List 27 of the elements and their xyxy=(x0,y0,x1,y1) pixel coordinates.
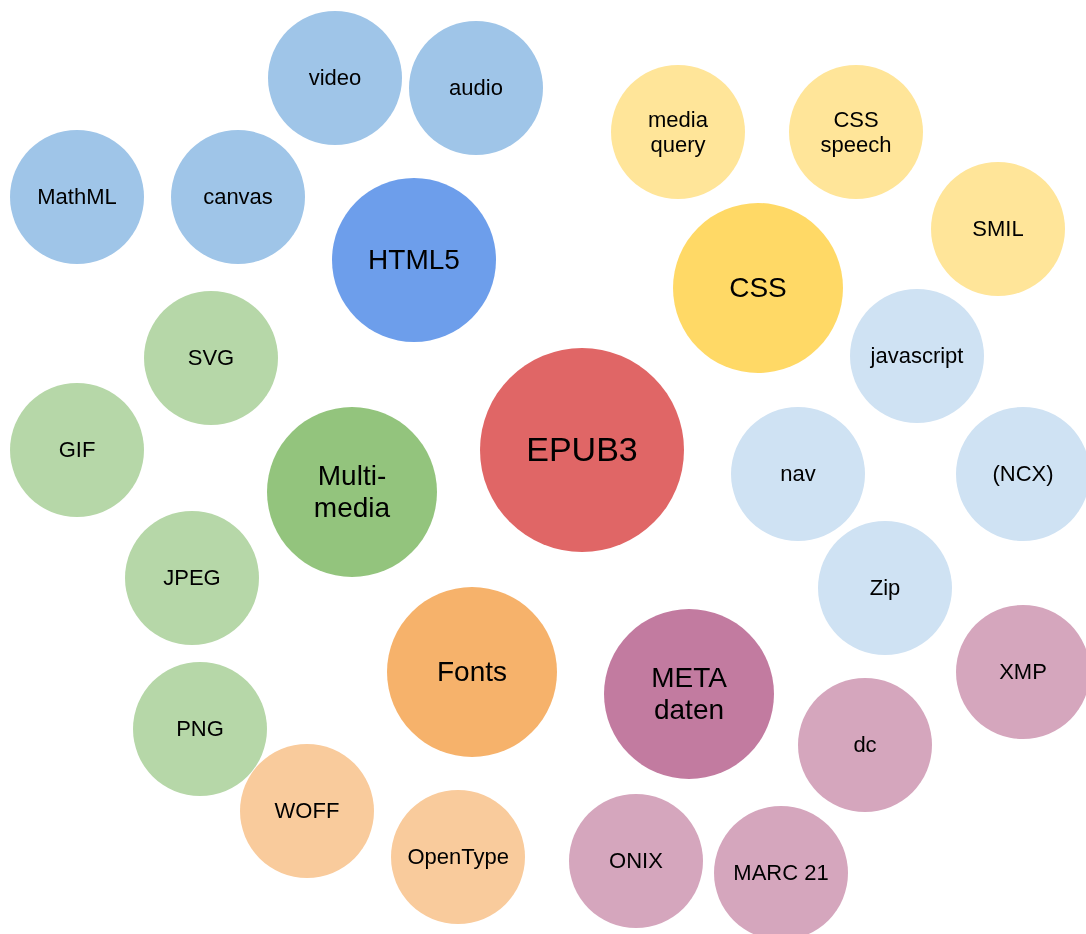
node-label: javascript xyxy=(870,343,964,369)
node-label: SMIL xyxy=(972,216,1024,242)
node-label: WOFF xyxy=(274,798,340,824)
node-label: JPEG xyxy=(163,565,221,591)
node-label: MARC 21 xyxy=(733,860,829,886)
node-label: dc xyxy=(853,732,877,758)
node-label: XMP xyxy=(999,659,1047,685)
node-label: OpenType xyxy=(407,844,509,870)
node-label: (NCX) xyxy=(992,461,1054,487)
node-label: Zip xyxy=(869,575,901,601)
node-label: HTML5 xyxy=(368,243,460,277)
node-label: CSS xyxy=(729,271,787,305)
node-label: ONIX xyxy=(609,848,663,874)
node-label: audio xyxy=(449,75,503,101)
node-label: GIF xyxy=(58,437,96,463)
node-label: MathML xyxy=(37,184,117,210)
node-label: Fonts xyxy=(437,655,507,689)
node-label: META daten xyxy=(650,661,728,727)
node-label: nav xyxy=(780,461,816,487)
node-label: Multi-media xyxy=(312,459,392,525)
node-label: CSS speech xyxy=(819,106,893,158)
node-label: canvas xyxy=(203,184,273,210)
node-label: video xyxy=(308,65,362,91)
node-label: SVG xyxy=(187,345,235,371)
node-label: media query xyxy=(647,106,709,158)
node-label: PNG xyxy=(176,716,224,742)
node-label: EPUB3 xyxy=(526,430,638,470)
